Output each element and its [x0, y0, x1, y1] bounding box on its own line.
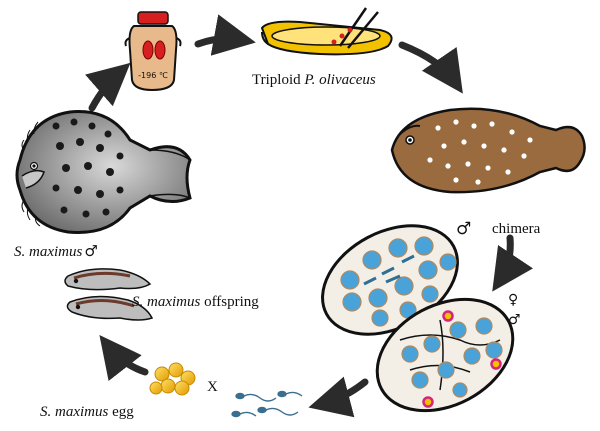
- egg-label: S. maximus egg: [40, 404, 134, 420]
- gonad-sex-symbols: ♀ ♂: [508, 292, 521, 328]
- arrow-jar-to-dish: [194, 14, 256, 56]
- gonad-section-upper: [321, 224, 459, 336]
- larva-1: [64, 268, 152, 291]
- sperm-icon: [231, 390, 303, 418]
- oocyte-markers: [422, 310, 502, 408]
- gonad-section-lower: [375, 297, 515, 413]
- arrow-turbot-to-jar: [85, 62, 131, 112]
- cells-in-dish: [331, 27, 353, 45]
- offspring-larvae: [64, 268, 154, 321]
- turbot-fish: [15, 110, 192, 234]
- gonad-tissue-icon: [142, 40, 166, 60]
- larva-2: [66, 295, 154, 321]
- cryo-jar: -196 ℃: [124, 11, 182, 92]
- jar-temperature-label: -196 ℃: [138, 71, 168, 80]
- petri-dish: [260, 7, 393, 56]
- tweezers-icon: [338, 7, 379, 49]
- cross-mark: X: [207, 379, 218, 395]
- arrow-chimera-to-gonad: [492, 234, 534, 292]
- cycle-arrows: [85, 14, 534, 418]
- arrow-dish-to-flounder: [398, 41, 463, 94]
- egg-cluster: [149, 362, 196, 396]
- flounder-spots: [427, 119, 533, 185]
- chimera-label: chimera: [492, 221, 541, 237]
- offspring-label: S. maximus offspring: [132, 294, 259, 310]
- turbot-male-label: S. maximus♂: [14, 242, 98, 260]
- chimera-male-symbol: ♂: [456, 219, 471, 239]
- female-symbol: ♀: [508, 292, 518, 308]
- turbot-spots: [52, 118, 124, 218]
- triploid-label: Triploid P. olivaceus: [252, 72, 376, 88]
- arrow-gonad-to-sperm: [308, 376, 369, 418]
- flounder-chimera-fish: [390, 107, 586, 194]
- male-symbol: ♂: [508, 312, 521, 328]
- arrow-egg-to-offspring: [99, 334, 149, 381]
